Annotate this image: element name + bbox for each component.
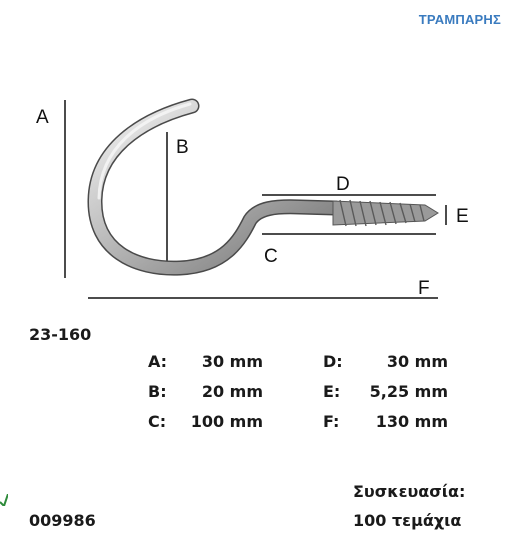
spec-value: 30 mm [201, 352, 263, 371]
check-mark-icon [0, 494, 8, 506]
spec-label: E: [323, 382, 341, 401]
spec-label: A: [148, 352, 168, 371]
spec-label: B: [148, 382, 167, 401]
spec-value: 30 mm [386, 352, 448, 371]
packaging-label: Συσκευασία: [353, 482, 466, 501]
article-number: 009986 [29, 511, 96, 530]
dimension-label-f: F [418, 278, 430, 299]
spec-value: 100 mm [190, 412, 263, 431]
screw-hook-diagram: A B D E C F [36, 98, 469, 299]
spec-value: 5,25 mm [369, 382, 448, 401]
product-code: 23-160 [29, 325, 92, 344]
spec-value: 20 mm [201, 382, 263, 401]
dimension-label-c: C [264, 246, 278, 267]
spec-label: C: [148, 412, 167, 431]
spec-label: F: [323, 412, 340, 431]
packaging-quantity: 100 τεμάχια [353, 511, 462, 530]
dimension-label-a: A [36, 107, 49, 128]
brand-logo-text: ΤΡΑΜΠΑΡΗΣ [418, 12, 501, 27]
dimension-label-d: D [336, 174, 350, 195]
spec-label: D: [323, 352, 343, 371]
screw-hook-image [87, 98, 439, 276]
spec-value: 130 mm [375, 412, 448, 431]
dimension-label-b: B [176, 137, 189, 158]
dimension-label-e: E [456, 206, 469, 227]
